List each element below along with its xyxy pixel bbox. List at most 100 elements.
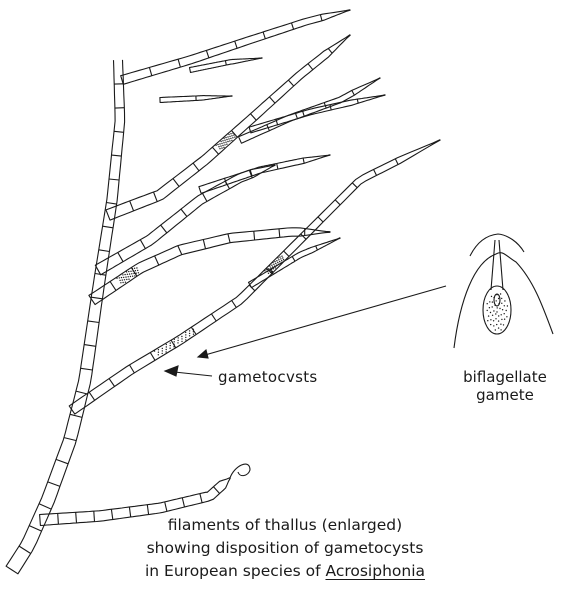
main-axis-cell-wall bbox=[106, 203, 116, 205]
gametocyst-stipple bbox=[124, 274, 125, 275]
gametocyst-stipple bbox=[281, 256, 282, 257]
branch-top-cell-wall bbox=[292, 23, 294, 29]
gametocyst-stipple bbox=[222, 145, 223, 146]
gametocyst-stipple bbox=[278, 259, 279, 260]
main-axis-outline bbox=[6, 60, 125, 574]
caption-line-3-prefix: in European species of bbox=[145, 562, 326, 580]
gametocyst-stipple bbox=[135, 270, 136, 271]
main-axis-cell-wall bbox=[70, 414, 82, 417]
gametocyst-stipple bbox=[273, 264, 274, 265]
gamete-stipple bbox=[489, 307, 490, 308]
gametocyst-stipple bbox=[165, 351, 166, 352]
gametocyst-stipple bbox=[185, 337, 186, 338]
branch-e-cell-wall bbox=[58, 513, 59, 524]
branch-a3-outline bbox=[249, 95, 385, 133]
branch-a-cell-wall bbox=[193, 163, 199, 171]
main-axis-cell-wall bbox=[29, 526, 41, 532]
gametocyst-stipple bbox=[269, 265, 270, 266]
gamete-outline bbox=[454, 253, 553, 348]
branch-c-cell-wall bbox=[203, 240, 205, 249]
gametocyst-stipple bbox=[276, 260, 277, 261]
gamete-stipple bbox=[490, 319, 491, 320]
biflagellate-label-line2: gamete bbox=[453, 386, 557, 404]
branch-a-cell-wall bbox=[173, 179, 179, 187]
gametocyst-stipple bbox=[233, 134, 234, 135]
gamete-stipple bbox=[495, 329, 496, 330]
gametocyst-stipple bbox=[280, 258, 281, 259]
gametocyst-stipple bbox=[154, 350, 155, 351]
branch-d-cell-wall bbox=[89, 392, 95, 400]
gametocyst-stipple bbox=[223, 138, 224, 139]
gametocyst-stipple bbox=[137, 270, 138, 271]
gametocyst-stipple bbox=[177, 340, 178, 341]
gamete-stipple bbox=[503, 324, 504, 325]
gametocyst-stipple bbox=[121, 277, 122, 278]
branch-top-cell-wall bbox=[235, 41, 237, 48]
gametocyst-stipple bbox=[138, 272, 139, 273]
branch-a3-cell-wall bbox=[303, 111, 305, 116]
branch-top-cell-wall bbox=[178, 59, 180, 67]
gametocyst-stipple bbox=[189, 330, 190, 331]
gametocyst-stipple bbox=[271, 265, 272, 266]
gamete-stipple bbox=[491, 296, 492, 297]
gamete-flagellum-arc bbox=[470, 234, 524, 256]
gamete-flagellum-1 bbox=[491, 240, 495, 290]
gamete-stipple bbox=[487, 320, 488, 321]
branch-e-cell-wall bbox=[94, 511, 95, 521]
branch-a2-cell-wall bbox=[352, 90, 355, 95]
gametocyst-stipple bbox=[232, 132, 233, 133]
gametocyst-stipple bbox=[166, 346, 167, 347]
gametocyst-stipple bbox=[122, 274, 123, 275]
caption-genus: Acrosiphonia bbox=[325, 562, 425, 580]
branch-c-cell-wall bbox=[155, 256, 159, 265]
gametocyst-stipple bbox=[218, 146, 219, 147]
caption-line-3: in European species of Acrosiphonia bbox=[120, 560, 450, 583]
gametocyst-stipple bbox=[221, 143, 222, 144]
gametocyst-stipple bbox=[132, 276, 133, 277]
gametocyst-stipple bbox=[126, 271, 127, 272]
branch-c-cell-wall bbox=[228, 234, 230, 243]
gametocyst-stipple bbox=[120, 282, 121, 283]
gametocyst-stipple bbox=[282, 257, 283, 258]
gametocyst-stipple bbox=[230, 133, 231, 134]
drawing-details bbox=[165, 234, 553, 376]
gametocyst-stipple bbox=[215, 145, 216, 146]
branch-e-curl bbox=[230, 464, 250, 478]
branch-a-cell-wall bbox=[251, 114, 257, 121]
main-axis-cell-wall bbox=[48, 482, 60, 487]
main-axis-cell-wall bbox=[88, 321, 99, 323]
gametocyst-stipple bbox=[166, 344, 167, 345]
branch-a-cell-wall bbox=[130, 201, 134, 211]
branch-b-cell-wall bbox=[161, 225, 167, 233]
gametocyst-stipple bbox=[229, 140, 230, 141]
gametocyst-stipple bbox=[223, 142, 224, 143]
gametocyst-stipple bbox=[264, 270, 265, 271]
biflagellate-label-line1: biflagellate bbox=[453, 368, 557, 386]
branch-a-outline bbox=[106, 35, 350, 220]
branch-a2-outline bbox=[239, 78, 381, 143]
branch-top-b-cell-wall bbox=[225, 61, 226, 65]
gamete-stipple bbox=[504, 313, 505, 314]
branch-top-outline bbox=[121, 10, 350, 85]
main-axis-cell-wall bbox=[99, 250, 110, 252]
gamete-stipple bbox=[498, 320, 499, 321]
gametocyst-stipple bbox=[227, 141, 228, 142]
gamete-arrow bbox=[198, 286, 446, 357]
main-axis-cell-wall bbox=[112, 155, 122, 156]
gamete-stipple bbox=[501, 319, 502, 320]
gametocyst-stipple bbox=[185, 334, 186, 335]
gametocyst-stipple bbox=[185, 332, 186, 333]
branch-a3-cell-wall bbox=[330, 105, 331, 110]
branch-d-cell-wall bbox=[191, 327, 196, 334]
branch-b-cell-wall bbox=[181, 209, 187, 216]
gametocyst-stipple bbox=[128, 276, 129, 277]
gametocyst-stipple bbox=[122, 279, 123, 280]
gametocyst-stipple bbox=[226, 144, 227, 145]
branch-top-cell-wall bbox=[320, 15, 322, 21]
gametocyst-stipple bbox=[224, 144, 225, 145]
gametocyst-stipple bbox=[281, 260, 282, 261]
gamete-stipple bbox=[499, 308, 500, 309]
branch-d-cell-wall bbox=[284, 251, 289, 256]
